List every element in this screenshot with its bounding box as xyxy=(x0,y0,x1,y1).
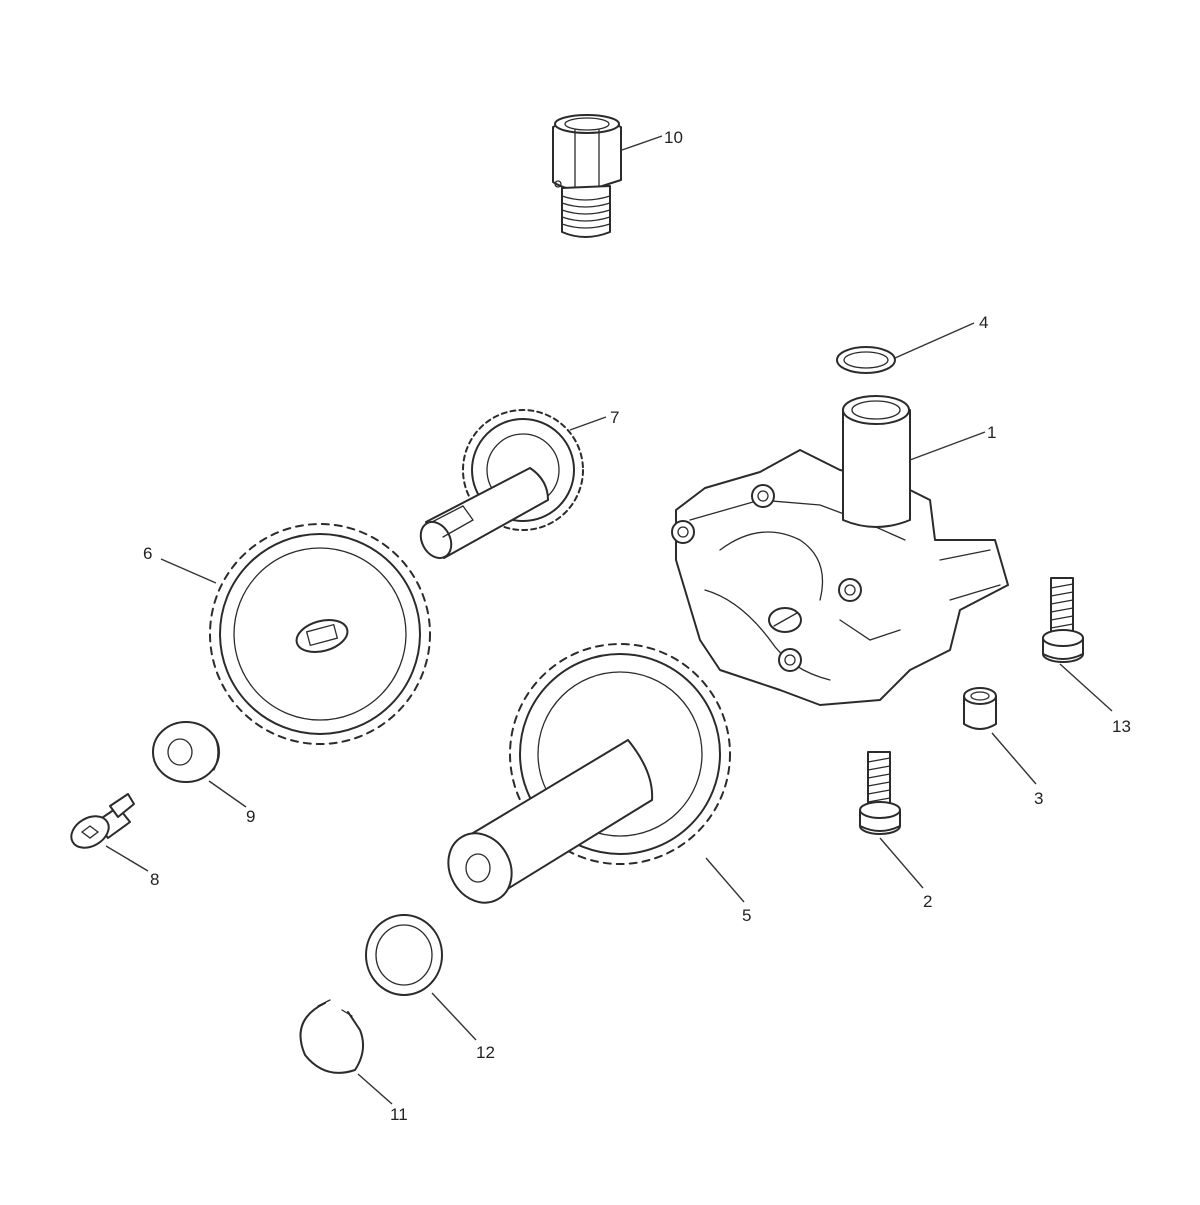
dowel xyxy=(963,687,997,730)
callout-10: 10 xyxy=(664,128,683,147)
large-gear xyxy=(209,523,431,745)
callout-9: 9 xyxy=(246,807,255,826)
bolt-13 xyxy=(1042,577,1084,663)
torx-screw xyxy=(70,793,135,849)
gear-washer xyxy=(152,721,220,783)
callout-11: 11 xyxy=(390,1105,408,1124)
oil-pump-body xyxy=(671,395,1009,706)
callout-4: 4 xyxy=(979,313,988,332)
callout-6: 6 xyxy=(143,544,152,563)
hex-adapter xyxy=(552,114,622,238)
leader-lines xyxy=(105,135,1113,1105)
callout-2: 2 xyxy=(923,892,932,911)
callout-7: 7 xyxy=(610,408,619,427)
driven-gear-shaft xyxy=(447,643,731,904)
callout-12: 12 xyxy=(476,1043,495,1062)
callout-1: 1 xyxy=(987,423,996,442)
thrust-washer xyxy=(365,914,443,996)
small-gear-shaft xyxy=(419,409,584,560)
o-ring xyxy=(836,346,896,374)
part-callouts: 1 2 3 4 5 6 7 8 9 10 11 12 13 xyxy=(143,128,1131,1124)
callout-5: 5 xyxy=(742,906,751,925)
callout-3: 3 xyxy=(1034,789,1043,808)
bolt-2 xyxy=(859,751,901,835)
circlip xyxy=(299,999,365,1074)
callout-13: 13 xyxy=(1112,717,1131,736)
callout-8: 8 xyxy=(150,870,159,889)
